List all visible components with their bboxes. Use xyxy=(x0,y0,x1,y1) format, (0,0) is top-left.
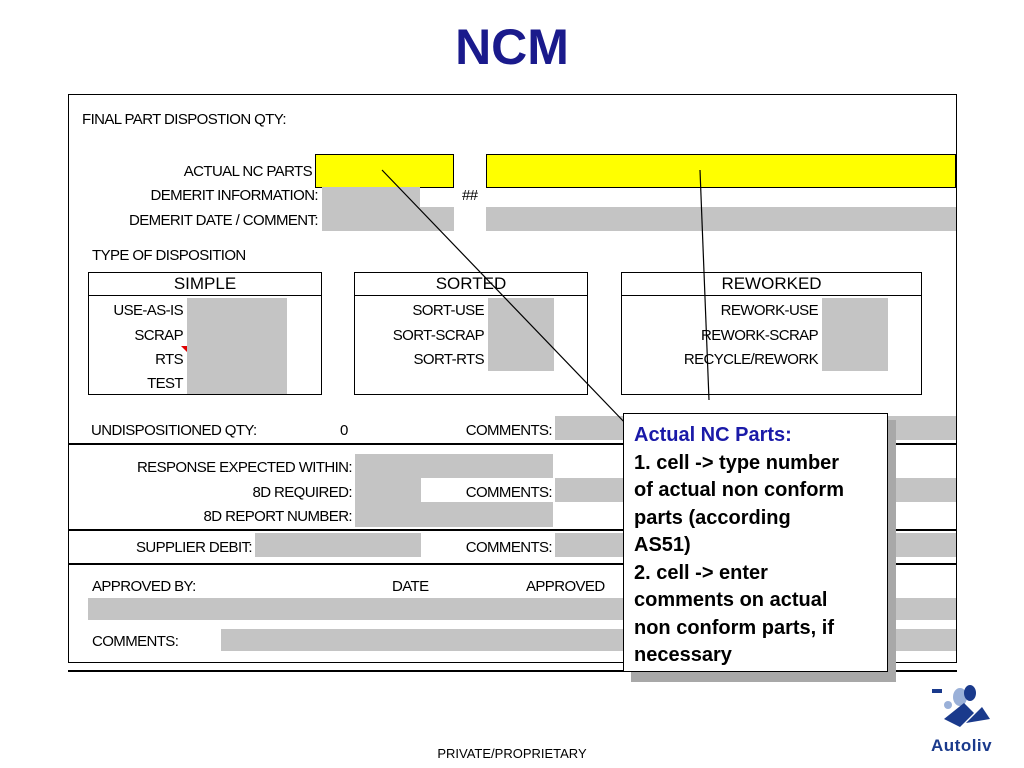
bottom-comments-label: COMMENTS: xyxy=(92,633,179,650)
response-expected-within-label: RESPONSE EXPECTED WITHIN: xyxy=(136,459,353,476)
test-label: TEST xyxy=(147,375,184,392)
callout-line: 1. cell -> type number xyxy=(634,451,840,474)
callout-line: parts (according xyxy=(634,506,791,529)
section-divider xyxy=(68,443,957,445)
supplier-debit-label: SUPPLIER DEBIT: xyxy=(135,539,253,556)
final-part-disposition-label: FINAL PART DISPOSTION QTY: xyxy=(82,111,287,128)
demerit-information-input[interactable] xyxy=(322,187,420,207)
rework-scrap-label: REWORK-SCRAP xyxy=(701,327,819,344)
actual-nc-parts-callout: Actual NC Parts: 1. cell -> type number … xyxy=(623,413,888,672)
section-divider xyxy=(68,563,957,565)
callout-line: 2. cell -> enter xyxy=(634,561,768,584)
callout-line: comments on actual xyxy=(634,589,828,611)
use-as-is-label: USE-AS-IS xyxy=(113,302,183,319)
reworked-header: REWORKED xyxy=(622,273,921,296)
reworked-input-column[interactable] xyxy=(822,298,888,371)
ncm-form-frame xyxy=(68,94,957,663)
undispositioned-qty-value: 0 xyxy=(340,422,348,439)
approved-label: APPROVED xyxy=(526,578,605,595)
sorted-disposition-box: SORTED xyxy=(354,272,588,395)
footer-confidentiality: PRIVATE/PROPRIETARY xyxy=(437,746,587,761)
sort-rts-label: SORT-RTS xyxy=(413,351,485,368)
type-of-disposition-label: TYPE OF DISPOSITION xyxy=(92,247,246,264)
autoliv-logo-text: Autoliv xyxy=(931,736,993,755)
8d-report-number-input[interactable] xyxy=(355,502,553,527)
rework-use-label: REWORK-USE xyxy=(720,302,819,319)
8d-required-input[interactable] xyxy=(355,478,421,502)
callout-line: necessary xyxy=(634,644,732,666)
callout-heading: Actual NC Parts: xyxy=(634,424,792,446)
page-title: NCM xyxy=(455,19,569,75)
callout-line: of actual non conform xyxy=(634,479,844,501)
comment-marker-icon xyxy=(181,346,187,352)
actual-nc-parts-label: ACTUAL NC PARTS xyxy=(183,163,313,180)
actual-nc-parts-comment-input[interactable] xyxy=(486,154,956,188)
supplier-debit-input[interactable] xyxy=(255,533,421,557)
demerit-information-value: ## xyxy=(462,187,478,204)
callout-line: AS51) xyxy=(634,534,691,556)
callout-line: non conform parts, if xyxy=(634,616,834,639)
recycle-rework-label: RECYCLE/REWORK xyxy=(683,351,819,368)
demerit-date-input[interactable] xyxy=(322,207,454,231)
sorted-header: SORTED xyxy=(355,273,587,296)
simple-input-column[interactable] xyxy=(187,298,287,394)
sorted-input-column[interactable] xyxy=(488,298,554,371)
simple-disposition-box: SIMPLE xyxy=(88,272,322,395)
approved-by-label: APPROVED BY: xyxy=(92,578,196,595)
reworked-disposition-box: REWORKED xyxy=(621,272,922,395)
rts-label: RTS xyxy=(155,351,184,368)
sort-scrap-label: SORT-SCRAP xyxy=(392,327,485,344)
simple-header: SIMPLE xyxy=(89,273,321,296)
scrap-label: SCRAP xyxy=(134,327,183,344)
autoliv-logo-icon xyxy=(932,685,990,727)
undispositioned-qty-label: UNDISPOSITIONED QTY: xyxy=(91,422,257,439)
bottom-rule xyxy=(68,670,957,672)
demerit-comment-input[interactable] xyxy=(486,207,956,231)
8d-report-number-label: 8D REPORT NUMBER: xyxy=(203,508,353,525)
supplier-debit-comments-label: COMMENTS: xyxy=(465,539,553,556)
response-expected-within-input[interactable] xyxy=(355,454,553,478)
sort-use-label: SORT-USE xyxy=(412,302,484,319)
8d-comments-label: COMMENTS: xyxy=(465,484,553,501)
undispositioned-comments-label: COMMENTS: xyxy=(465,422,553,439)
demerit-date-comment-label: DEMERIT DATE / COMMENT: xyxy=(129,212,319,229)
demerit-information-label: DEMERIT INFORMATION: xyxy=(150,187,319,204)
date-label: DATE xyxy=(392,578,429,595)
8d-required-label: 8D REQUIRED: xyxy=(252,484,353,501)
section-divider xyxy=(68,529,957,531)
